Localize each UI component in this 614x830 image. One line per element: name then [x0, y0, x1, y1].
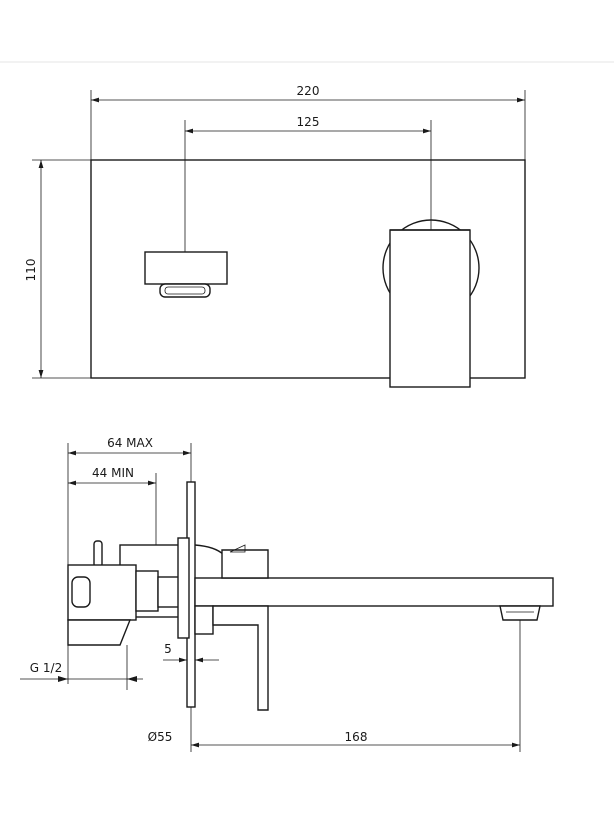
side-inlet-fitting: [67, 619, 132, 646]
side-mounting-flange: [177, 537, 190, 639]
dim-55-label: Ø55: [148, 730, 173, 744]
side-handle-lever: [212, 605, 269, 711]
front-spout-body: [144, 251, 228, 285]
front-handle-lever: [389, 229, 471, 388]
side-body-nut: [135, 570, 159, 612]
dim-110-label: 110: [24, 259, 38, 282]
dim-220-label: 220: [297, 84, 320, 98]
dim-44-label: 44 MIN: [92, 466, 134, 480]
front-aerator-ring: [164, 286, 206, 295]
side-escutcheon-lower: [194, 605, 214, 635]
side-view: 64 MAX 44 MIN 5: [20, 436, 554, 752]
side-valve-body: [67, 564, 137, 621]
side-aerator: [499, 605, 541, 621]
dim-g12-label: G 1/2: [30, 661, 62, 675]
dim-g12-arrow-left: [58, 676, 68, 682]
side-body-pin: [93, 540, 103, 568]
dim-125-label: 125: [297, 115, 320, 129]
dim-64-label: 64 MAX: [107, 436, 153, 450]
side-handle-base: [221, 549, 269, 579]
dim-5-label: 5: [164, 642, 172, 656]
side-handle-detail: [229, 544, 246, 553]
side-body-port: [71, 576, 91, 608]
dim-g12-arrow-right: [127, 676, 137, 682]
dim-168-label: 168: [345, 730, 368, 744]
front-view: 220 125 110: [24, 84, 526, 388]
front-wall-plate: [90, 159, 526, 379]
front-spout-aerator: [159, 283, 211, 298]
side-spout-arm: [194, 577, 554, 607]
